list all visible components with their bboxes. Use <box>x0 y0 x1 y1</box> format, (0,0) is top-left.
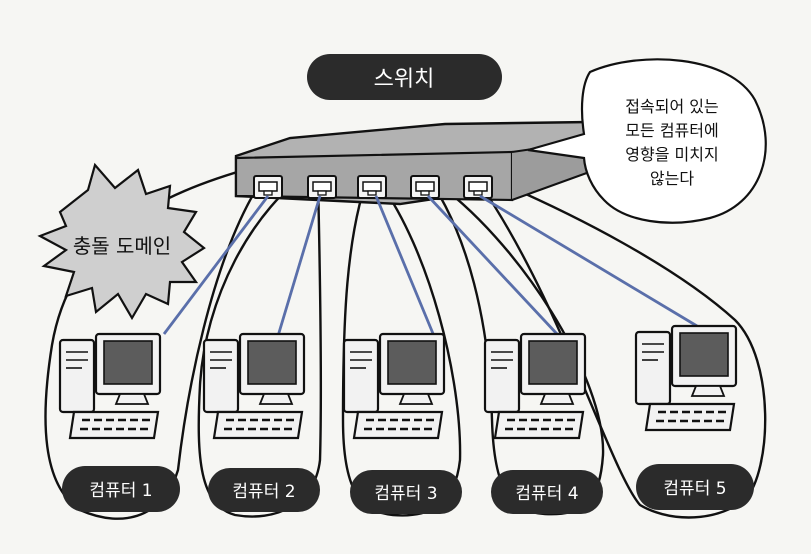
network-cables <box>162 194 698 337</box>
speech-bubble: 접속되어 있는 모든 컴퓨터에 영향을 미치지 않는다 <box>527 58 767 224</box>
computer-1 <box>58 332 162 440</box>
switch-port-icon <box>410 175 440 199</box>
computer-icon <box>483 332 587 440</box>
computer-4 <box>483 332 587 440</box>
switch-port-icon <box>463 175 493 199</box>
computer-icon <box>202 332 306 440</box>
computer-label: 컴퓨터 3 <box>374 484 437 504</box>
computer-icon <box>58 332 162 440</box>
computer-2 <box>202 332 306 440</box>
collision-domain-burst: 충돌 도메인 <box>37 162 206 321</box>
network-switch <box>234 120 610 206</box>
switch-port-icon <box>307 175 337 199</box>
computer-icon <box>634 324 738 432</box>
switch-port-icon <box>253 175 283 199</box>
speech-line: 모든 컴퓨터에 <box>625 121 718 140</box>
computer-labels: 컴퓨터 1 컴퓨터 2 컴퓨터 3 컴퓨터 4 컴퓨터 5 <box>62 464 754 514</box>
speech-line: 영향을 미치지 <box>625 145 718 164</box>
switch-port-icon <box>357 175 387 199</box>
computer-5 <box>634 324 738 432</box>
computer-label: 컴퓨터 1 <box>89 481 152 501</box>
switch-label-text: 스위치 <box>374 67 435 92</box>
computer-label: 컴퓨터 2 <box>232 482 295 502</box>
speech-line: 접속되어 있는 <box>625 97 718 116</box>
computer-icon <box>342 332 446 440</box>
collision-domain-text: 충돌 도메인 <box>73 234 171 258</box>
speech-line: 않는다 <box>650 169 694 188</box>
computer-3 <box>342 332 446 440</box>
computer-label: 컴퓨터 5 <box>663 479 726 499</box>
computer-label: 컴퓨터 4 <box>515 484 578 504</box>
switch-label: 스위치 <box>307 54 502 100</box>
